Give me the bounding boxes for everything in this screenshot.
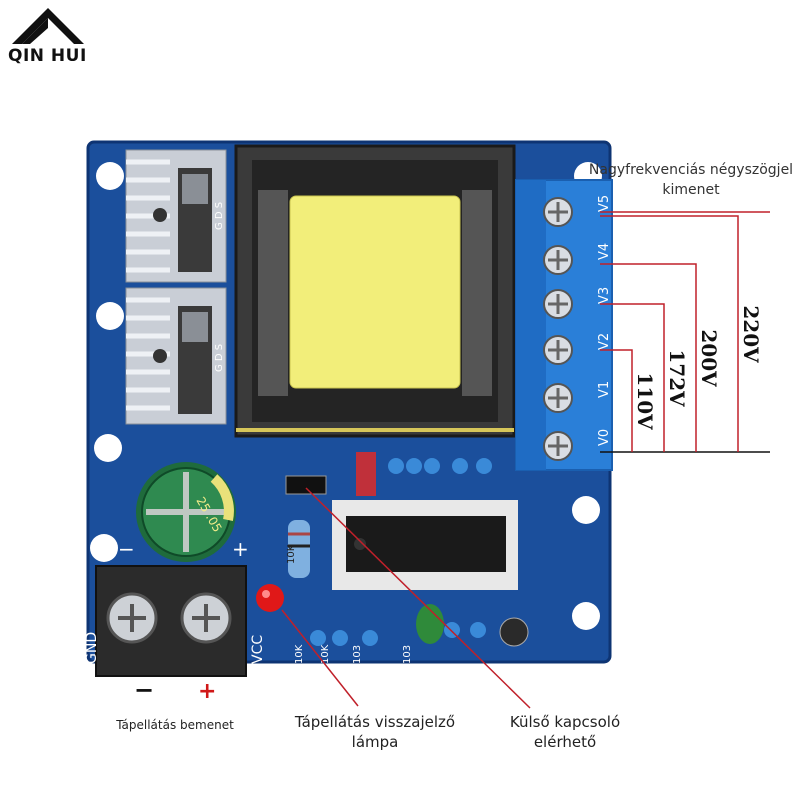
mosfet-pin-label: G D S xyxy=(214,344,225,372)
component-label: 10K xyxy=(294,644,305,664)
capacitor-minus-sign: − xyxy=(118,537,135,561)
terminal-screws xyxy=(543,197,573,461)
terminal-label-v2: V2 xyxy=(597,333,612,350)
voltage-label: 110V xyxy=(633,372,657,430)
gnd-label: GND xyxy=(84,632,100,664)
switch-callout: Külső kapcsoló elérhető xyxy=(509,713,621,751)
resistor-10k xyxy=(288,520,310,578)
heatsink-bottom xyxy=(125,287,227,425)
resistor-label: 10K xyxy=(286,544,297,564)
voltage-bracket-line xyxy=(600,215,739,452)
terminal-label-v0: V0 xyxy=(597,429,612,446)
mount-hole xyxy=(90,534,118,562)
component-label: 103 xyxy=(402,645,413,664)
voltage-label: 220V xyxy=(739,305,763,363)
component-label: 103 xyxy=(352,645,363,664)
voltage-bracket-line xyxy=(600,303,665,452)
mount-hole xyxy=(96,302,124,330)
lamp-callout: Tápellátás visszajelző lámpa xyxy=(294,713,456,751)
heatsink-top xyxy=(125,149,227,283)
output-terminal-block xyxy=(515,179,613,471)
vcc-label: VCC xyxy=(250,635,266,664)
input-callout: Tápellátás bemenet xyxy=(116,718,234,732)
trimmer xyxy=(499,617,529,647)
switch-pointer-line xyxy=(305,487,531,709)
voltage-bracket-line xyxy=(600,349,633,452)
brand-name: QIN HUI xyxy=(8,46,87,66)
voltage-label: 172V xyxy=(665,349,689,407)
terminal-label-v1: V1 xyxy=(597,381,612,398)
jumper-header xyxy=(285,475,327,495)
input-minus-sign: − xyxy=(134,676,154,704)
transistor-row xyxy=(388,458,492,474)
capacitor-plus-sign: + xyxy=(232,537,249,561)
terminal-label-v5: V5 xyxy=(597,195,612,212)
logo-icon xyxy=(12,8,84,44)
lamp-pointer-line xyxy=(281,609,359,707)
mosfet-pin-label: G D S xyxy=(214,202,225,230)
transformer xyxy=(234,144,516,438)
input-terminal-block xyxy=(95,565,247,677)
diode xyxy=(356,452,376,496)
mount-hole xyxy=(96,162,124,190)
transformer-coil xyxy=(289,195,461,389)
ceramic-capacitor xyxy=(416,604,444,644)
component-label: 10K xyxy=(320,644,331,664)
power-led xyxy=(256,584,284,612)
output-callout: Nagyfrekvenciás négyszögjel kimenet xyxy=(588,162,794,198)
terminal-label-v3: V3 xyxy=(597,287,612,304)
voltage-label: 200V xyxy=(697,329,721,387)
terminal-label-v4: V4 xyxy=(597,243,612,260)
input-plus-sign: + xyxy=(198,679,216,704)
ic-socket xyxy=(332,500,518,590)
mount-hole xyxy=(572,602,600,630)
voltage-bracket-line xyxy=(600,263,697,452)
bottom-resistors xyxy=(310,622,486,646)
mount-hole xyxy=(94,434,122,462)
electrolytic-capacitor xyxy=(136,462,236,562)
mount-hole xyxy=(572,496,600,524)
